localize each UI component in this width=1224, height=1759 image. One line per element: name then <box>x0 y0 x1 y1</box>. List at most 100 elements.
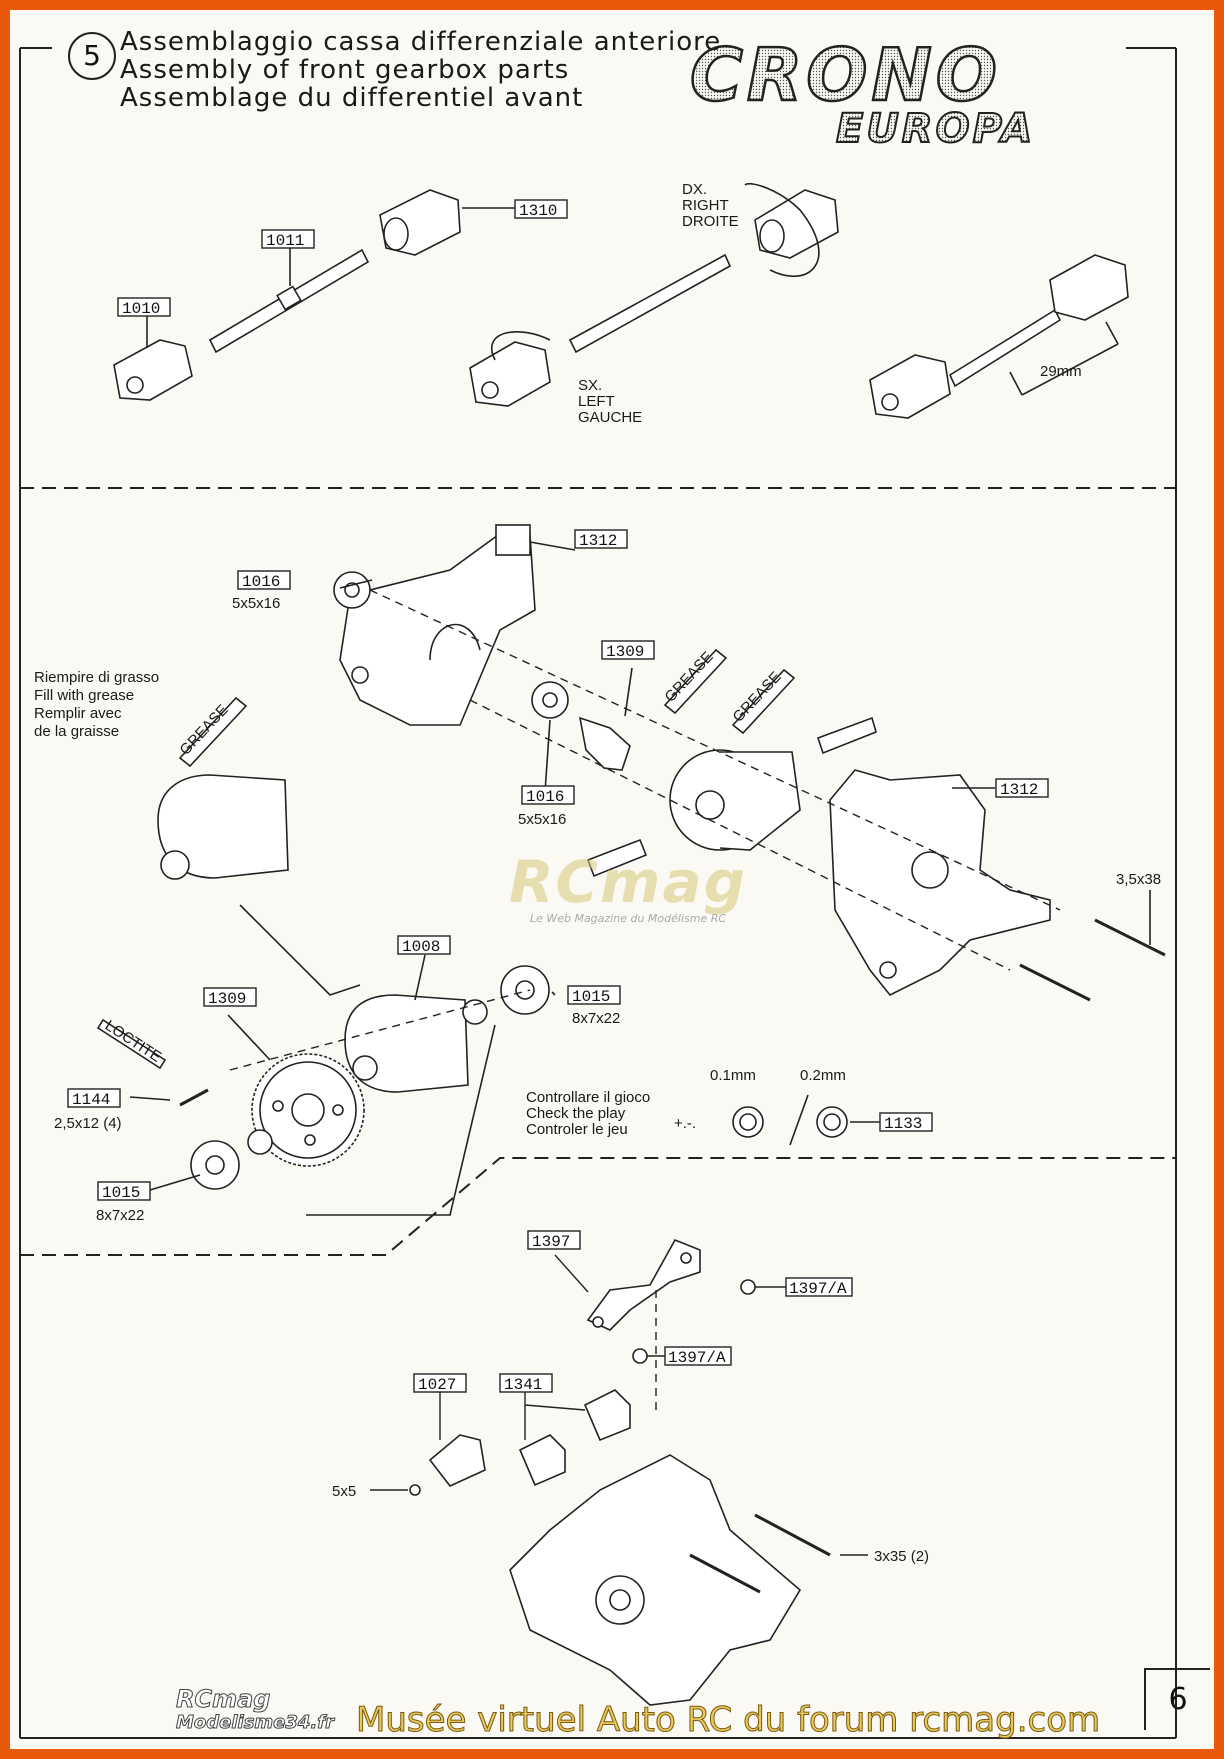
part-size-1144: 2,5x12 (4) <box>54 1115 122 1132</box>
bushing-1341-a <box>518 1434 566 1487</box>
part-label-1397: 1397 <box>532 1233 570 1251</box>
part-label-1309-top: 1309 <box>606 643 644 661</box>
dir-left-3: GAUCHE <box>578 409 642 426</box>
ball-cup-hole <box>383 217 409 251</box>
diff-housing <box>719 751 801 851</box>
rotate-arrow-right <box>744 183 820 278</box>
grub-size-label: 5x5 <box>332 1483 356 1500</box>
gearbox-half-left <box>339 529 536 726</box>
play-note-1: Controllare il gioco <box>526 1089 650 1106</box>
check-play-arrow <box>306 1024 496 1216</box>
screw-size-right: 3,5x38 <box>1116 871 1161 888</box>
grease-note-3: Remplir avec <box>34 705 122 722</box>
section2-labels: 1312 1016 5x5x16 1309 1016 5x5x16 1312 3… <box>34 529 1161 1224</box>
grease-note-2: Fill with grease <box>34 687 134 704</box>
footer-credit: Musée virtuel Auto RC du forum rcmag.com <box>355 1700 1101 1741</box>
ball-end-1010 <box>113 339 193 401</box>
part-label-1008: 1008 <box>402 938 440 956</box>
section1-labels: 1010 1011 1310 DX. RIGHT DROITE SX. LEFT… <box>117 181 1082 426</box>
divider-2 <box>20 1157 1176 1256</box>
section3-labels: 1397 1397/A 1397/A 1027 1341 5x5 3x35 (2… <box>332 1230 929 1565</box>
outdrive-left <box>586 838 648 878</box>
part-label-1341: 1341 <box>504 1376 542 1394</box>
gearbox-exploded <box>96 524 1166 1190</box>
assembly-guide-lines <box>229 589 1061 1071</box>
rod-hex <box>276 285 302 311</box>
outdrive-right <box>816 716 877 755</box>
part-label-1016-b: 1016 <box>526 788 564 806</box>
measure-label: 29mm <box>1040 363 1082 380</box>
grease-note-1: Riempire di grasso <box>34 669 159 686</box>
loctite-label: LOCTITE <box>102 1017 164 1066</box>
brand-line2: EUROPA <box>836 106 1035 152</box>
grease-tube-diff <box>731 668 796 735</box>
nut-1397a-2 <box>632 1348 648 1364</box>
screw-3x35-a <box>754 1513 831 1557</box>
turnbuckle-exploded <box>113 189 1129 419</box>
part-size-1015-a: 8x7x22 <box>572 1010 620 1027</box>
footer-logo-main: RCmag <box>176 1685 271 1713</box>
part-label-1144: 1144 <box>72 1091 110 1109</box>
ball-end-left-hole <box>481 381 499 399</box>
screw-3-5x38-a <box>1094 918 1166 957</box>
rod-middle <box>568 253 732 354</box>
assembled-rod <box>948 308 1062 388</box>
part-label-1310: 1310 <box>519 202 557 220</box>
dir-left-2: LEFT <box>578 393 615 410</box>
part-size-1016-b: 5x5x16 <box>518 811 566 828</box>
dir-right-3: DROITE <box>682 213 739 230</box>
part-size-1016-a: 5x5x16 <box>232 595 280 612</box>
ball-cup-right-hole <box>759 219 785 253</box>
assembly-diagram: 1010 1011 1310 DX. RIGHT DROITE SX. LEFT… <box>19 47 1177 1739</box>
brace-1397 <box>586 1238 701 1331</box>
instruction-page: 5 Assemblaggio cassa differenziale anter… <box>10 10 1214 1749</box>
watermark-sub: Le Web Magazine du Modélisme RC <box>529 912 727 925</box>
part-size-1015-b: 8x7x22 <box>96 1207 144 1224</box>
diff-hub <box>695 790 725 820</box>
dimension-ext-1 <box>1009 371 1023 396</box>
bulkhead-assembly <box>409 1238 831 1706</box>
footer-logo-sub: Modelisme34.fr <box>176 1712 335 1734</box>
shim-washer-a <box>462 999 488 1025</box>
page-number: 6 <box>1144 1668 1210 1730</box>
dimension-ext-2 <box>1105 321 1119 345</box>
bushing-1341-b <box>583 1389 631 1442</box>
gearbox-left-hole <box>351 666 369 684</box>
part-label-1397a-1: 1397/A <box>789 1280 847 1298</box>
flow-arrow <box>239 904 361 996</box>
step-title-french: Assemblage du differentiel avant <box>120 83 584 113</box>
gearbox-top-lug <box>495 524 531 556</box>
screw-size-label: 3x35 (2) <box>874 1548 929 1565</box>
shim-washer-b <box>247 1129 273 1155</box>
dir-right-1: DX. <box>682 181 707 198</box>
assembled-ball-cup <box>1049 254 1129 321</box>
screw-3-5x38-b <box>1019 963 1091 1002</box>
play-note-3: Controler le jeu <box>526 1121 628 1138</box>
play-note-2: Check the play <box>526 1105 626 1122</box>
part-label-1027: 1027 <box>418 1376 456 1394</box>
part-label-1312-right: 1312 <box>1000 781 1038 799</box>
grub-screw-5x5 <box>409 1484 421 1496</box>
step-title: Assemblaggio cassa differenziale anterio… <box>120 28 721 112</box>
nut-1397a-1 <box>740 1279 756 1295</box>
gearbox-right-bearing-seat <box>911 851 949 889</box>
part-label-1133: 1133 <box>884 1115 922 1133</box>
dir-right-2: RIGHT <box>682 197 729 214</box>
loctite-tube <box>96 1018 167 1070</box>
part-label-1016-a: 1016 <box>242 573 280 591</box>
grease-note-4: de la graisse <box>34 723 119 740</box>
pinion-1309 <box>578 716 631 771</box>
shim-sign: +.-. <box>674 1115 696 1132</box>
shim-label-0-2mm: 0.2mm <box>800 1067 846 1084</box>
rotate-arrow-left <box>491 331 551 361</box>
part-label-1397a-2: 1397/A <box>668 1349 726 1367</box>
dimension-line <box>1021 343 1119 396</box>
part-label-1011: 1011 <box>266 232 304 250</box>
assembled-ball-end-hole <box>881 393 899 411</box>
part-label-1015-a: 1015 <box>572 988 610 1006</box>
section3-leaders <box>370 1254 868 1556</box>
grease-tube-left <box>178 696 248 768</box>
part-label-1010: 1010 <box>122 300 160 318</box>
screw-3x35-b <box>689 1553 761 1594</box>
part-label-1312-top: 1312 <box>579 532 617 550</box>
